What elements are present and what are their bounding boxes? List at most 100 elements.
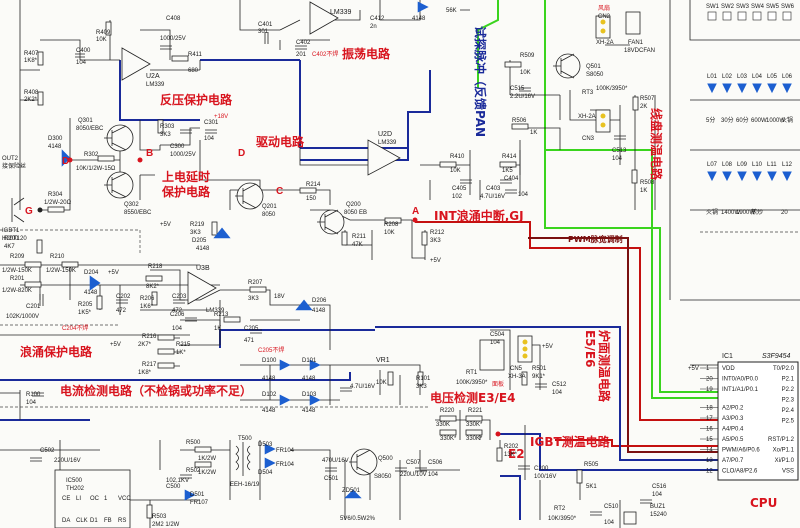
label-r215: R215 <box>176 342 191 348</box>
section-cpu: CPU <box>750 496 777 510</box>
label-r219: R219 <box>190 222 205 228</box>
switch-icon[interactable] <box>707 11 717 21</box>
resistor-r223 <box>465 429 483 436</box>
label-d205: D205 <box>192 238 207 244</box>
label-q302: Q302 <box>124 202 139 208</box>
capacitor-c201 <box>39 294 44 306</box>
value-r208: 10K <box>384 230 395 236</box>
led-caption: 煎炒 <box>751 208 763 216</box>
resistor-r206 <box>151 291 158 306</box>
switch-icon[interactable] <box>782 11 792 21</box>
label-c506: C506 <box>428 460 443 466</box>
value-q501: S8050 <box>586 72 604 78</box>
led-label: L08 <box>722 162 733 168</box>
led-label: L11 <box>767 162 777 168</box>
label-c500: C500 <box>166 484 181 490</box>
resistor-r207 <box>249 286 267 293</box>
label-u2d: U2D <box>378 131 392 138</box>
value-r212: 3K3 <box>430 238 441 244</box>
igbt-temp-red-wire <box>555 439 718 447</box>
label-c400: C400 <box>76 48 91 54</box>
value-q200: 8050 EB <box>344 210 367 216</box>
section-current-detect: 电流检测电路（不检锅或功率不足） <box>60 383 252 398</box>
section-drive: 驱动电路 <box>256 134 305 149</box>
value-r220: 330K <box>436 422 450 428</box>
led-label: L05 <box>767 74 778 80</box>
value-c516: 104 <box>652 492 663 498</box>
resistor-10k <box>387 371 394 386</box>
led-icon <box>737 171 747 182</box>
value-c501: 470U/16V <box>322 458 349 464</box>
label-r205: R205 <box>78 302 93 308</box>
transistor-q302-body <box>104 172 127 198</box>
ic500-chip <box>54 469 131 528</box>
switch-icon[interactable] <box>722 11 732 21</box>
value-d103: 4148 <box>302 408 316 414</box>
section-poweron-delay-1: 上电延时 <box>162 169 210 184</box>
label-r500: R500 <box>186 440 201 446</box>
node-label-d2: D <box>238 148 245 159</box>
resistor-r502 <box>194 461 212 468</box>
section-e5e6: E5/E6 <box>583 330 597 367</box>
led-icon <box>752 171 762 182</box>
value-c301: 104 <box>204 136 215 142</box>
section-panel-temp: 线盘测温电路 <box>649 108 664 181</box>
node-label-a: A <box>412 206 419 217</box>
resistor-r409 <box>105 21 112 36</box>
label-r304: R304 <box>48 192 63 198</box>
resistor-r220 <box>439 415 457 422</box>
value-r414: 1K5 <box>502 168 513 174</box>
value-r218: 8K2* <box>146 284 160 290</box>
label-r508: R508 <box>640 180 655 186</box>
led-icon <box>767 171 777 182</box>
switch-icon[interactable] <box>767 11 777 21</box>
capacitor-c502 <box>30 457 42 462</box>
led-icon <box>752 83 762 94</box>
value-c403: 4.7U/16V <box>480 194 505 200</box>
cpu-block: VDD1INT0/A0/P0.020INT1/A1/P0.119A2/P0.21… <box>688 353 799 481</box>
diode-zd501 <box>344 489 362 499</box>
capacitor-c516 <box>640 499 652 504</box>
cpu-pin-number: 16 <box>706 427 713 433</box>
resistor-r505 <box>576 469 583 484</box>
value-d300: 4148 <box>48 144 62 150</box>
value-r304: 1/2W-20Ω <box>44 200 72 206</box>
capacitor-c500 <box>180 474 192 479</box>
led-caption: 1400W <box>721 210 740 216</box>
resistor-r414 <box>499 161 517 168</box>
resistor-r222 <box>439 429 457 436</box>
transistor-q501-body <box>553 53 575 79</box>
section-igbt-temp: IGBT测温电路 <box>530 434 611 449</box>
blue-bus-cpu <box>375 326 718 461</box>
section-int-surge: INT浪涌中断,GJ <box>434 208 524 223</box>
section-surge-protect: 浪涌保护电路 <box>20 344 93 359</box>
int-surge-red-wire <box>415 221 718 421</box>
resistor-r201 <box>24 281 42 288</box>
value-cn5: XH-3A <box>508 374 526 380</box>
label-c206: C206 <box>170 312 185 318</box>
ic-pin-label: CE <box>62 496 70 502</box>
label-r501: R501 <box>532 366 547 372</box>
cpu-pin-label: Xo/P1.1 <box>773 448 795 454</box>
diode-d300 <box>61 149 71 167</box>
value-r501: 9K1* <box>532 374 546 380</box>
switch-icon[interactable] <box>752 11 762 21</box>
value-r215: 1K* <box>176 350 186 356</box>
value-c408: 1000/25V <box>160 36 186 42</box>
label-r409: R409 <box>96 30 111 36</box>
switch-icon[interactable] <box>737 11 747 21</box>
led-icon <box>722 171 732 182</box>
node-label-c: C <box>276 186 283 197</box>
value-r221: 330K* <box>466 422 483 428</box>
capacitor-c202 <box>116 299 128 304</box>
label-fan1: FAN1 <box>628 40 644 46</box>
label-c405: C405 <box>452 186 467 192</box>
led-caption: 20 <box>781 210 788 216</box>
value-r509: 10K <box>520 70 531 76</box>
label-r302: R302 <box>84 152 99 158</box>
switch-label: SW5 <box>766 4 780 10</box>
led-icon <box>782 171 792 182</box>
resistor-r507 <box>632 96 639 111</box>
opamp-lm339-top <box>309 1 339 35</box>
